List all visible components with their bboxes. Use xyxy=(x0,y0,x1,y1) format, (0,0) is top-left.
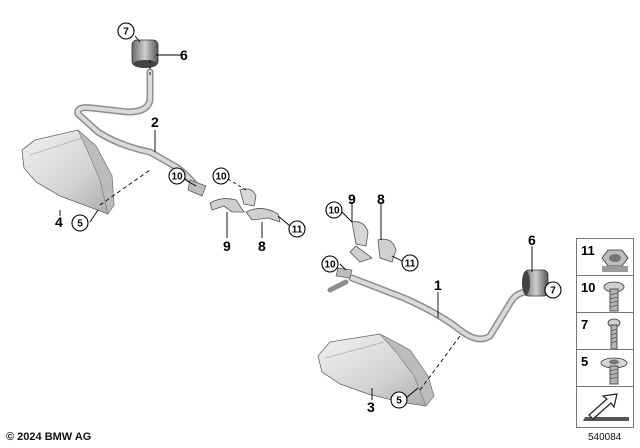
torx-bolt-icon xyxy=(603,281,625,312)
callout-2: 2 xyxy=(151,114,159,130)
screw-icon xyxy=(607,318,621,350)
arrow-icon xyxy=(583,393,629,421)
callout-8-right: 8 xyxy=(377,191,385,207)
svg-text:5: 5 xyxy=(77,219,83,230)
hex-nut-icon xyxy=(601,249,629,272)
svg-text:10: 10 xyxy=(324,260,336,271)
legend-label: 11 xyxy=(581,243,595,258)
callout-circle-5-left: 5 xyxy=(71,214,89,232)
callout-6-right: 6 xyxy=(528,232,536,248)
clamp-parts-right xyxy=(335,221,397,279)
fastener-legend: 11 10 7 5 xyxy=(576,238,634,428)
callout-circle-5-right: 5 xyxy=(390,391,408,409)
svg-text:10: 10 xyxy=(171,172,183,183)
legend-label: 5 xyxy=(581,354,589,369)
svg-text:7: 7 xyxy=(550,286,556,297)
svg-text:11: 11 xyxy=(405,259,416,270)
bar-end-weight-left xyxy=(131,39,159,68)
clamp-parts-left xyxy=(187,179,281,223)
callout-4: 4 xyxy=(55,214,63,230)
leader-lines xyxy=(59,35,554,400)
legend-label: 10 xyxy=(581,280,596,295)
handguard-bracket-right xyxy=(327,274,532,343)
handguard-right xyxy=(317,333,435,407)
svg-text:10: 10 xyxy=(328,206,340,217)
callout-circle-7-top: 7 xyxy=(117,22,135,40)
callout-8-left: 8 xyxy=(258,238,266,254)
legend-item-arrow xyxy=(576,386,634,428)
diagram-id: 540084 xyxy=(588,432,622,443)
callout-circle-10-c: 10 xyxy=(325,201,343,219)
svg-text:7: 7 xyxy=(123,27,129,38)
flange-screw-icon xyxy=(600,357,628,385)
callout-circle-7-right: 7 xyxy=(544,281,562,299)
svg-text:11: 11 xyxy=(292,225,303,236)
callout-9-right: 9 xyxy=(348,191,356,207)
callout-9-left: 9 xyxy=(223,238,231,254)
handguard-left xyxy=(21,129,115,215)
copyright-notice: © 2024 BMW AG xyxy=(6,431,92,443)
callout-circle-11-right: 11 xyxy=(401,254,419,272)
callout-circle-10-d: 10 xyxy=(321,255,339,273)
svg-text:5: 5 xyxy=(396,396,402,407)
bar-end-weight-right xyxy=(522,269,549,297)
callout-circle-10-a: 10 xyxy=(168,167,186,185)
callout-6-top: 6 xyxy=(180,47,188,63)
callout-circle-10-b: 10 xyxy=(212,167,230,185)
callout-3: 3 xyxy=(367,399,375,415)
legend-label: 7 xyxy=(581,317,589,332)
callout-1: 1 xyxy=(434,277,442,293)
callout-circle-11-left: 11 xyxy=(288,220,306,238)
svg-text:10: 10 xyxy=(215,172,227,183)
